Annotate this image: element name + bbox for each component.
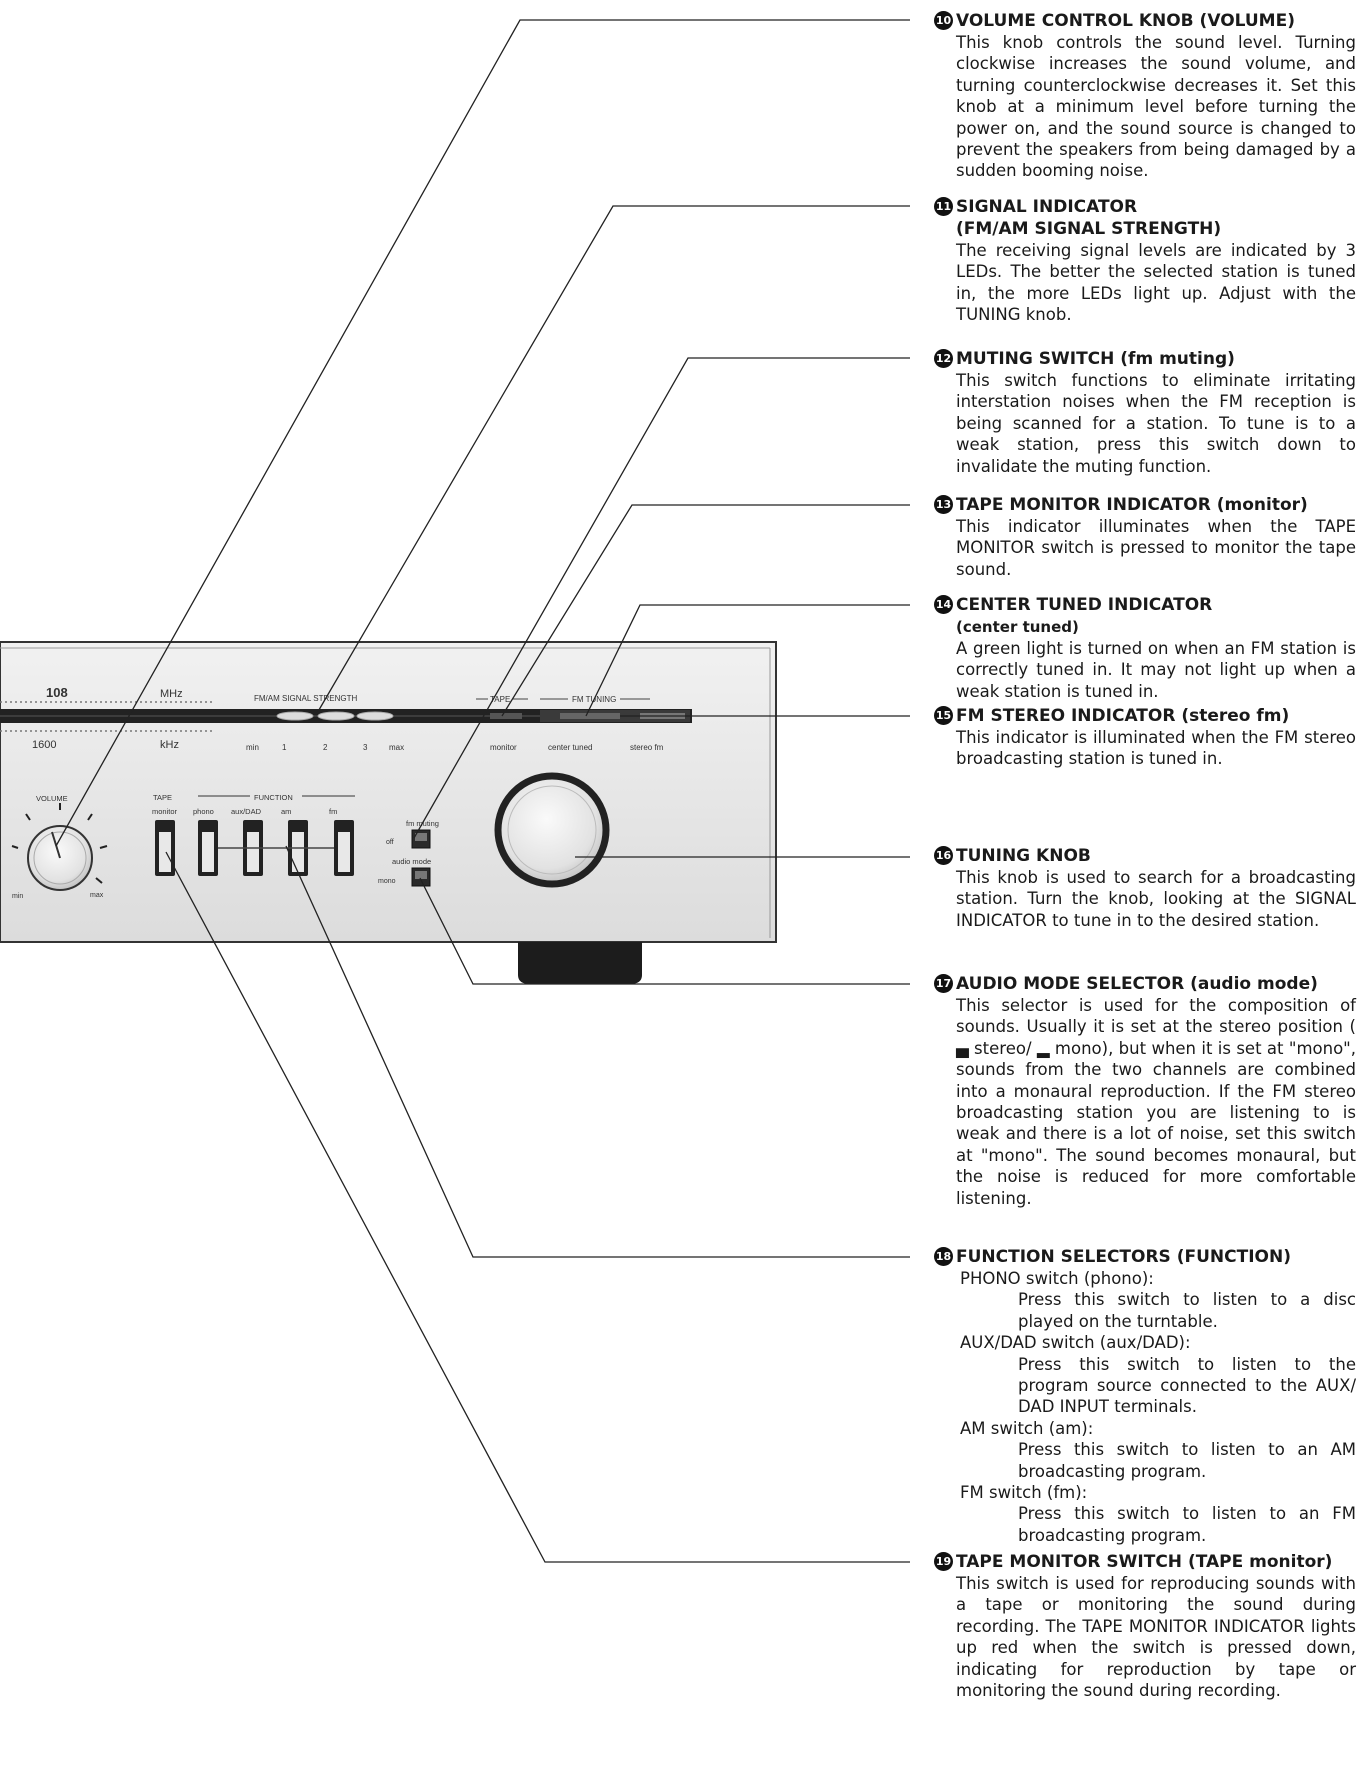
callout-number-16: 16 — [934, 846, 953, 865]
item-desc-phono: Press this switch to listen to a disc pl… — [1018, 1290, 1356, 1331]
callout-number-14: 14 — [934, 595, 953, 614]
freq-top: 108 — [46, 685, 68, 700]
heading-tape-monitor-indicator: TAPE MONITOR INDICATOR (monitor) — [956, 495, 1308, 515]
fm-switch[interactable] — [334, 820, 354, 876]
callout-number-15: 15 — [934, 706, 953, 725]
mono-label: mono — [378, 878, 396, 885]
phono-switch[interactable] — [198, 820, 218, 876]
signal-led-3 — [356, 711, 394, 721]
signal-scale-min: min — [246, 743, 259, 752]
monitor-indicator — [490, 713, 522, 719]
body-signal-indicator: The receiving signal levels are indicate… — [956, 241, 1356, 325]
panel-body — [0, 641, 777, 943]
off-label: off — [386, 839, 394, 846]
heading-tape-monitor-switch: TAPE MONITOR SWITCH (TAPE monitor) — [956, 1552, 1333, 1572]
volume-label: VOLUME — [36, 794, 68, 803]
volume-scale-ticks — [11, 803, 108, 884]
signal-strength-label: FM/AM SIGNAL STRENGTH — [254, 694, 357, 703]
callout-number-11: 11 — [934, 197, 953, 216]
leader-lines — [55, 19, 910, 1563]
item-desc-am: Press this switch to listen to an AM bro… — [1018, 1440, 1356, 1481]
freq-bottom-unit: kHz — [160, 739, 179, 751]
heading-signal-indicator: SIGNAL INDICATOR — [956, 197, 1138, 217]
signal-led-2 — [317, 711, 355, 721]
tape-label: TAPE — [153, 793, 172, 802]
signal-scale-1: 1 — [282, 743, 287, 752]
volume-max-label: max — [90, 892, 104, 899]
body-muting-switch: This switch functions to eliminate irrit… — [956, 371, 1356, 476]
item-label-fm: FM switch (fm): — [960, 1483, 1088, 1503]
signal-scale-3: 3 — [363, 743, 368, 752]
switch-label-am: am — [281, 807, 291, 816]
subheading-center-tuned-indicator: (center tuned) — [956, 618, 1079, 636]
heading-center-tuned-indicator: CENTER TUNED INDICATOR — [956, 595, 1213, 615]
indicator-label-center-tuned: center tuned — [548, 743, 592, 752]
audio-mode-label: audio mode — [392, 857, 431, 866]
item-desc-aux-dad: Press this switch to listen to the progr… — [1018, 1354, 1356, 1417]
heading-audio-mode-selector: AUDIO MODE SELECTOR (audio mode) — [956, 974, 1318, 994]
item-label-aux-dad: AUX/DAD switch (aux/DAD): — [960, 1333, 1191, 1353]
signal-scale-2: 2 — [323, 743, 328, 752]
freq-top-unit: MHz — [160, 688, 183, 700]
body-tuning-knob: This knob is used to search for a broadc… — [956, 868, 1356, 930]
callout-number-19: 19 — [934, 1552, 953, 1571]
item-label-phono: PHONO switch (phono): — [960, 1269, 1154, 1288]
heading-function-selectors: FUNCTION SELECTORS (FUNCTION) — [956, 1247, 1291, 1267]
signal-led-1 — [276, 711, 314, 721]
callout-number-17: 17 — [934, 974, 953, 993]
indicator-label-stereo-fm: stereo fm — [630, 743, 664, 752]
tuning-knob[interactable] — [494, 772, 610, 888]
callout-number-18: 18 — [934, 1247, 953, 1266]
signal-scale-max: max — [389, 743, 404, 752]
body-tape-monitor-switch: This switch is used for reproducing soun… — [956, 1574, 1356, 1701]
heading-tuning-knob: TUNING KNOB — [956, 846, 1091, 866]
heading-volume-knob: VOLUME CONTROL KNOB (VOLUME) — [956, 11, 1295, 31]
switch-label-monitor: monitor — [152, 807, 178, 816]
callout-number-12: 12 — [934, 349, 953, 368]
panel-foot — [518, 942, 642, 984]
callout-number-10: 10 — [934, 11, 953, 30]
item-label-am: AM switch (am): — [960, 1418, 1094, 1438]
function-label: FUNCTION — [254, 793, 293, 802]
switch-label-aux-dad: aux/DAD — [231, 807, 262, 816]
heading-muting-switch: MUTING SWITCH (fm muting) — [956, 349, 1235, 369]
tape-monitor-switch[interactable] — [155, 820, 175, 876]
body-tape-monitor-indicator: This indicator illuminates when the TAPE… — [956, 517, 1356, 579]
callout-number-13: 13 — [934, 495, 953, 514]
center-tuned-indicator — [560, 713, 620, 719]
body-fm-stereo-indicator: This indicator is illuminated when the F… — [956, 728, 1356, 769]
switch-label-fm: fm — [329, 807, 337, 816]
body-audio-mode-selector: This selector is used for the compositio… — [956, 996, 1356, 1208]
switch-label-phono: phono — [193, 807, 214, 816]
body-center-tuned-indicator: A green light is turned on when an FM st… — [956, 639, 1356, 701]
tape-group-label: TAPE — [490, 695, 510, 704]
indicator-label-monitor: monitor — [490, 743, 517, 752]
volume-min-label: min — [12, 893, 23, 900]
freq-bottom: 1600 — [32, 739, 56, 751]
item-desc-fm: Press this switch to listen to an FM bro… — [1018, 1504, 1356, 1545]
body-volume-knob: This knob controls the sound level. Turn… — [956, 33, 1356, 181]
subheading-signal-indicator: (FM/AM SIGNAL STRENGTH) — [956, 219, 1222, 239]
heading-fm-stereo-indicator: FM STEREO INDICATOR (stereo fm) — [956, 706, 1290, 726]
